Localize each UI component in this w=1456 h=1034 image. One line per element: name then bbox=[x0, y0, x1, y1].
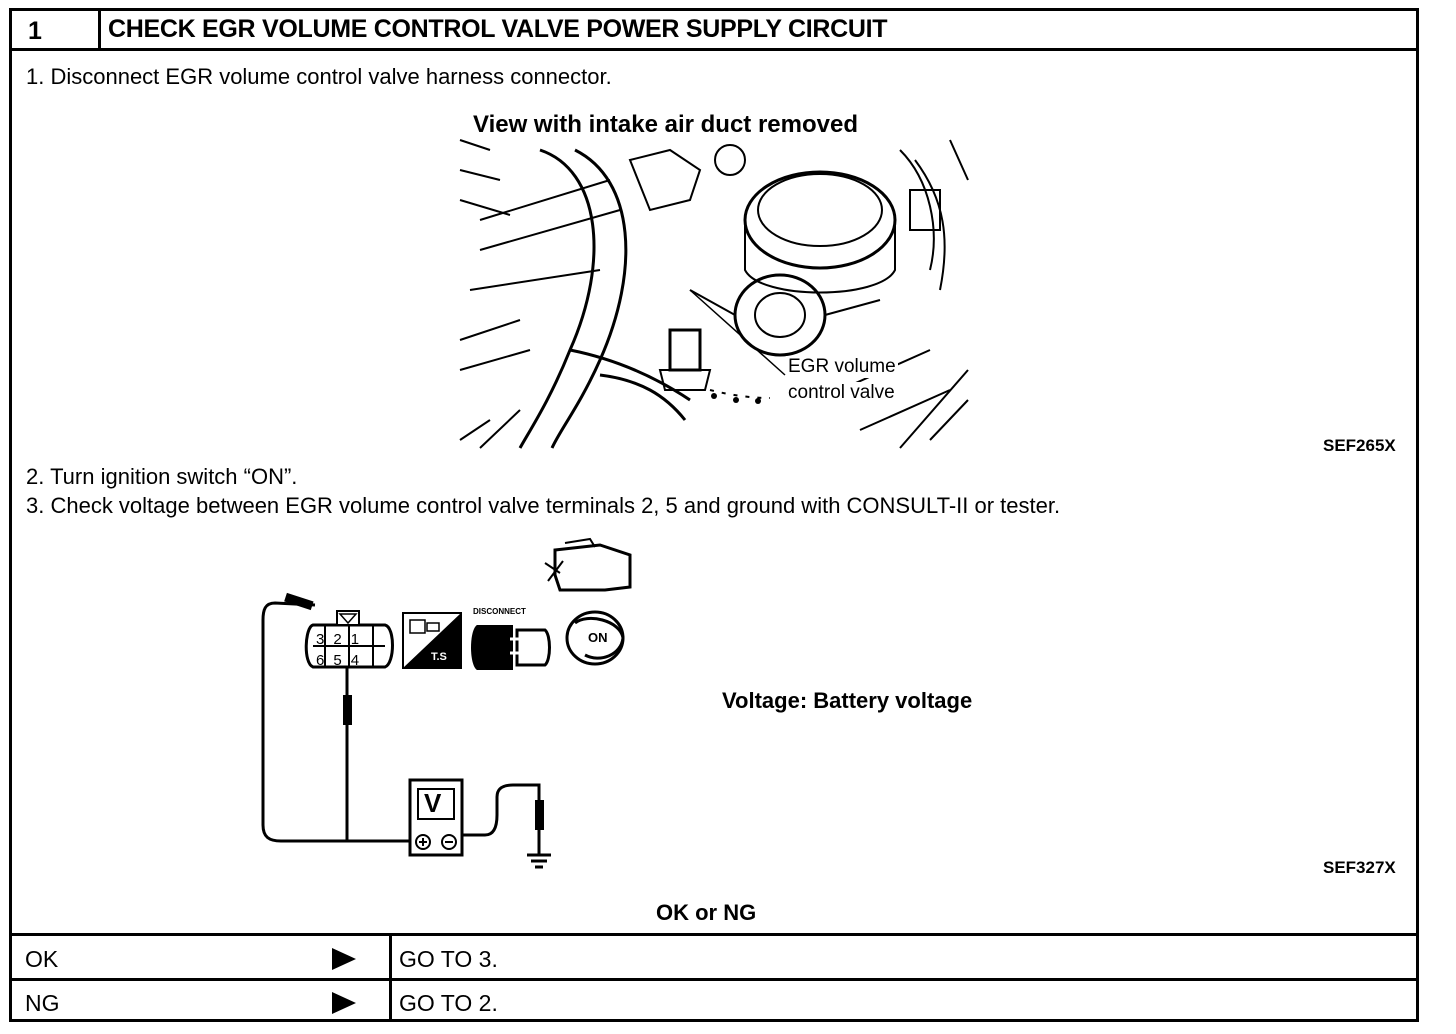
disconnect-label: DISCONNECT bbox=[473, 607, 526, 616]
figure1-caption: View with intake air duct removed bbox=[473, 111, 859, 138]
result-row-divider bbox=[9, 978, 1419, 981]
ignition-on-label: ON bbox=[588, 630, 608, 645]
result-ok-label: OK bbox=[25, 946, 59, 972]
arrow-right-icon bbox=[332, 992, 356, 1014]
instruction-1: 1. Disconnect EGR volume control valve h… bbox=[26, 64, 612, 89]
voltmeter-label: V bbox=[424, 788, 442, 818]
result-question: OK or NG bbox=[656, 900, 757, 925]
ts-badge-label: T.S bbox=[431, 651, 447, 663]
result-column-divider bbox=[389, 933, 392, 1022]
connector-pins-bottom: 654 bbox=[316, 652, 369, 669]
result-ng-action: GO TO 2. bbox=[399, 990, 498, 1016]
result-ok-action: GO TO 3. bbox=[399, 946, 498, 972]
instruction-3: 3. Check voltage between EGR volume cont… bbox=[26, 493, 1061, 518]
connector-pins-top: 321 bbox=[316, 631, 369, 648]
header-divider bbox=[9, 48, 1419, 51]
voltage-spec: Voltage: Battery voltage bbox=[722, 688, 973, 713]
callout-egr-valve-line2: control valve bbox=[786, 382, 897, 404]
arrow-right-icon bbox=[332, 948, 356, 970]
step-number: 1 bbox=[28, 17, 42, 45]
callout-egr-valve-line1: EGR volume bbox=[786, 356, 898, 378]
instruction-2: 2. Turn ignition switch “ON”. bbox=[26, 464, 298, 489]
header-column-divider bbox=[98, 8, 101, 50]
voltage-check-diagram bbox=[261, 537, 632, 869]
engine-bay-illustration bbox=[459, 139, 969, 449]
step-title: CHECK EGR VOLUME CONTROL VALVE POWER SUP… bbox=[108, 15, 888, 43]
result-ng-label: NG bbox=[25, 990, 60, 1016]
result-divider bbox=[9, 933, 1419, 936]
figure1-id: SEF265X bbox=[1323, 436, 1396, 455]
procedure-table bbox=[9, 8, 1419, 1022]
figure2-id: SEF327X bbox=[1323, 858, 1396, 877]
